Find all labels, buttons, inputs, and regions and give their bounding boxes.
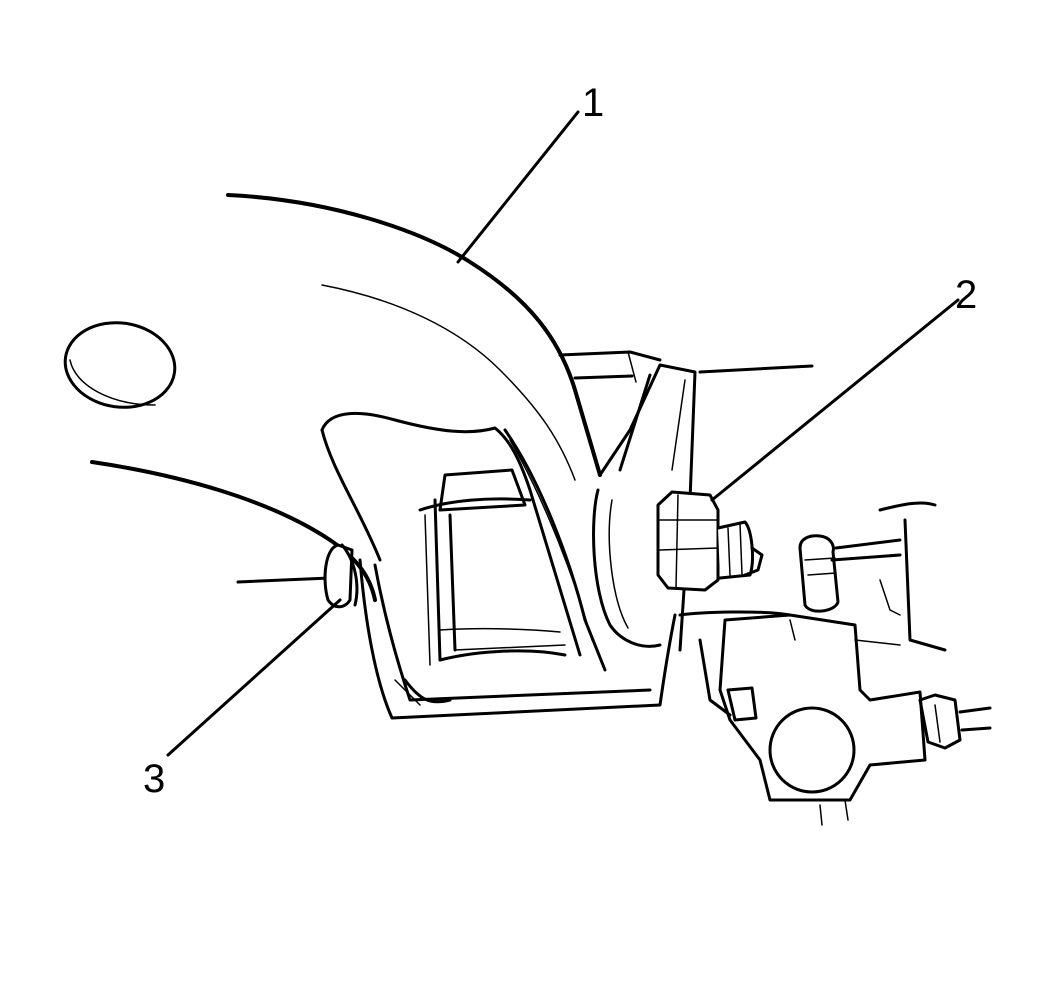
- bushing: [418, 468, 567, 666]
- leader-line-2: [710, 298, 960, 502]
- brake-valve-assembly: [678, 501, 992, 826]
- bolt-head-rear: [323, 543, 359, 609]
- mounting-bracket: [358, 363, 697, 720]
- frame-rail: [236, 350, 814, 584]
- leader-line-1: [456, 110, 580, 264]
- lower-control-arm: [63, 193, 607, 672]
- arm-hole: [63, 321, 177, 409]
- callout-3: 3: [143, 757, 165, 801]
- callout-2: 2: [955, 273, 977, 317]
- leader-lines: [166, 110, 960, 757]
- callout-1: 1: [582, 81, 604, 125]
- leader-line-3: [166, 598, 342, 757]
- nut-and-bolt: [656, 490, 764, 592]
